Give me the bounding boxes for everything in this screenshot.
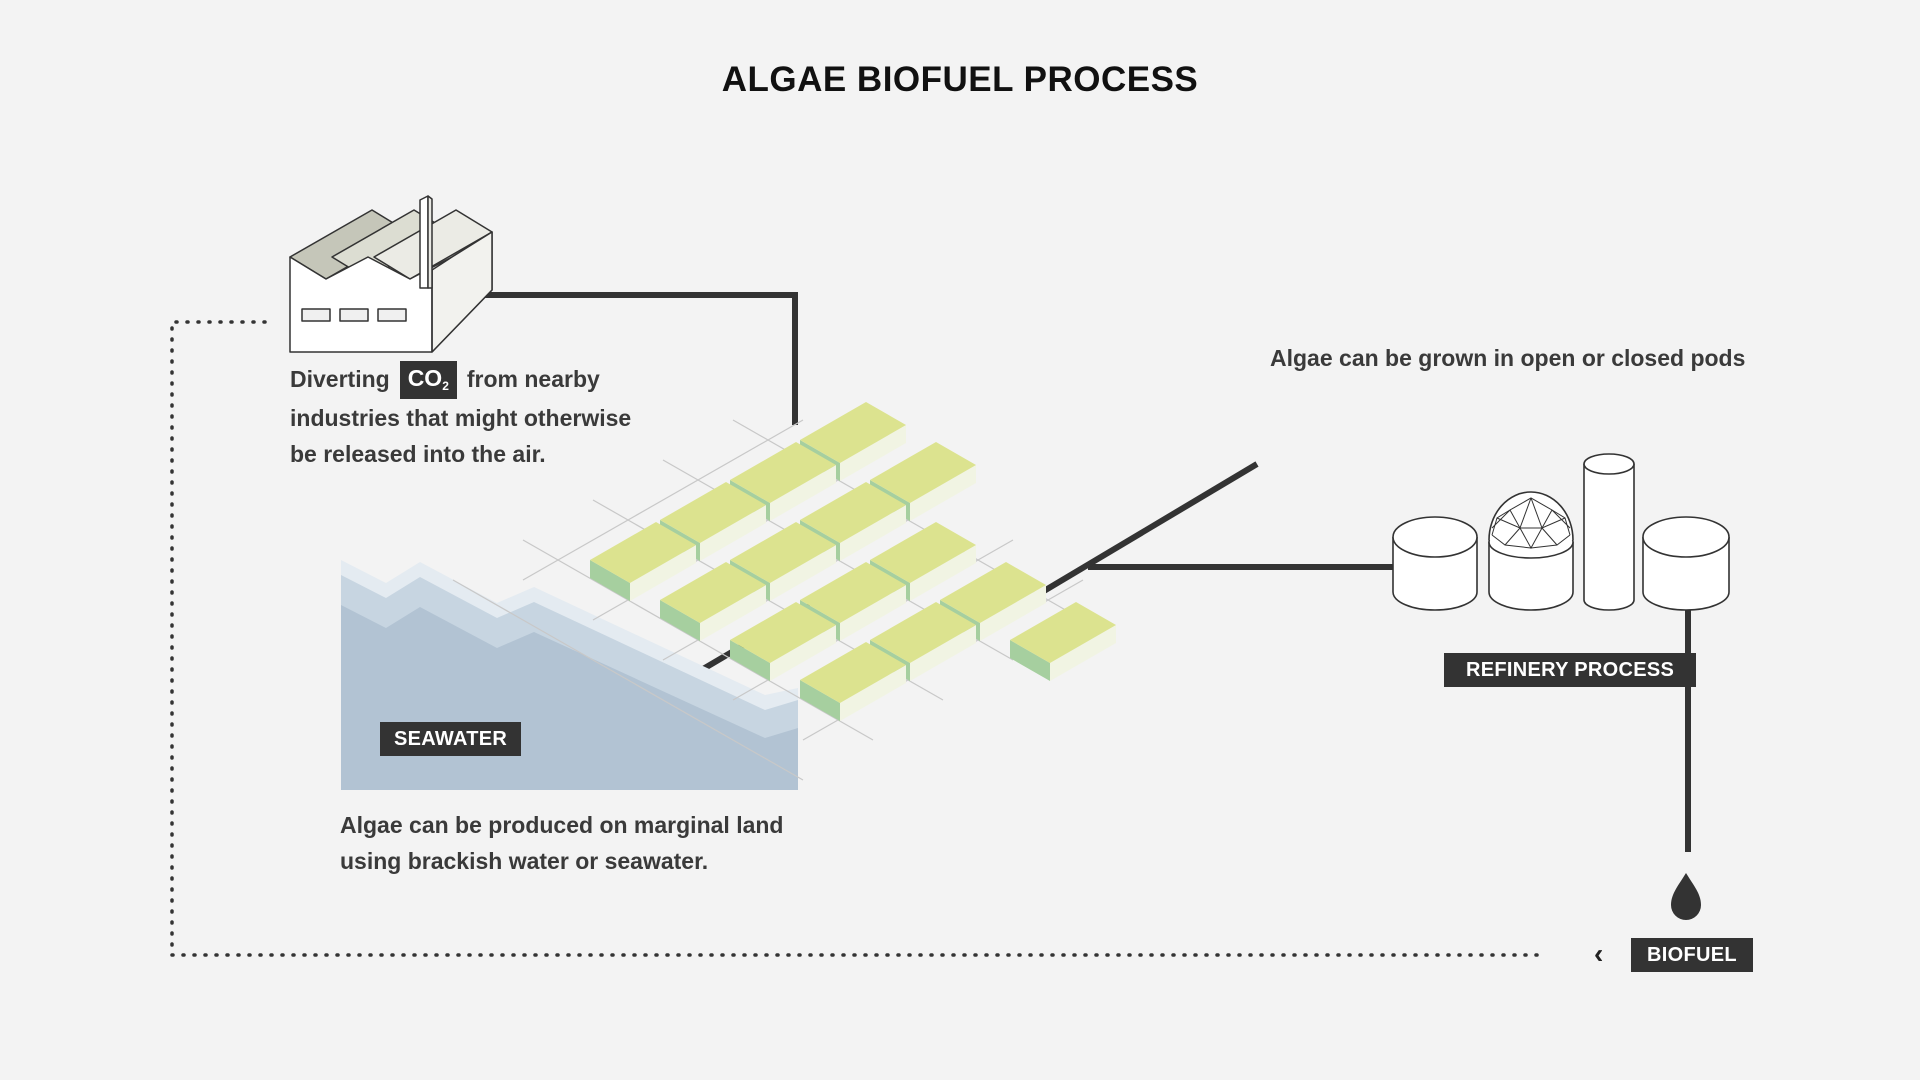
co2-badge: CO2 xyxy=(399,361,457,399)
dotted-return-path xyxy=(170,320,1542,957)
refinery-icon xyxy=(1392,453,1730,611)
co2-pipeline xyxy=(458,292,798,425)
seawater-label: SEAWATER xyxy=(380,722,522,756)
algae-pods-icon xyxy=(452,402,1259,781)
co2-line-3: be released into the air. xyxy=(290,441,546,467)
algae-pod xyxy=(660,562,766,641)
seawater-line-2: using brackish water or seawater. xyxy=(340,848,709,874)
co2-suffix: from nearby xyxy=(466,366,600,392)
factory-icon xyxy=(289,195,493,353)
pod-grid-line xyxy=(452,579,804,781)
co2-badge-text: CO xyxy=(407,365,443,391)
seawater-line-1: Algae can be produced on marginal land xyxy=(340,812,784,838)
refinery-label: REFINERY PROCESS xyxy=(1444,653,1697,687)
algae-pod xyxy=(590,522,696,601)
pod-grid-line xyxy=(522,419,804,581)
algae-pod xyxy=(1010,602,1116,681)
algae-pod xyxy=(800,642,906,721)
co2-line-1: Diverting CO2 from nearby xyxy=(290,361,631,400)
pods-description: Algae can be grown in open or closed pod… xyxy=(1270,345,1746,371)
co2-line-2: industries that might otherwise xyxy=(290,405,632,431)
co2-prefix: Diverting xyxy=(290,366,390,392)
co2-description: Diverting CO2 from nearby industries that … xyxy=(290,361,631,472)
pod-grid-line xyxy=(522,539,874,741)
fuel-drop-icon xyxy=(1671,873,1701,920)
seawater-description: Algae can be produced on marginal land u… xyxy=(340,807,783,879)
diagram-title: ALGAE BIOFUEL PROCESS xyxy=(721,60,1199,99)
co2-badge-subscript: 2 xyxy=(442,379,449,393)
chevron-left-icon: ‹ xyxy=(1594,938,1604,969)
biofuel-label: BIOFUEL xyxy=(1631,938,1753,972)
algae-pod xyxy=(730,602,836,681)
geodesic-dome xyxy=(1491,497,1571,550)
